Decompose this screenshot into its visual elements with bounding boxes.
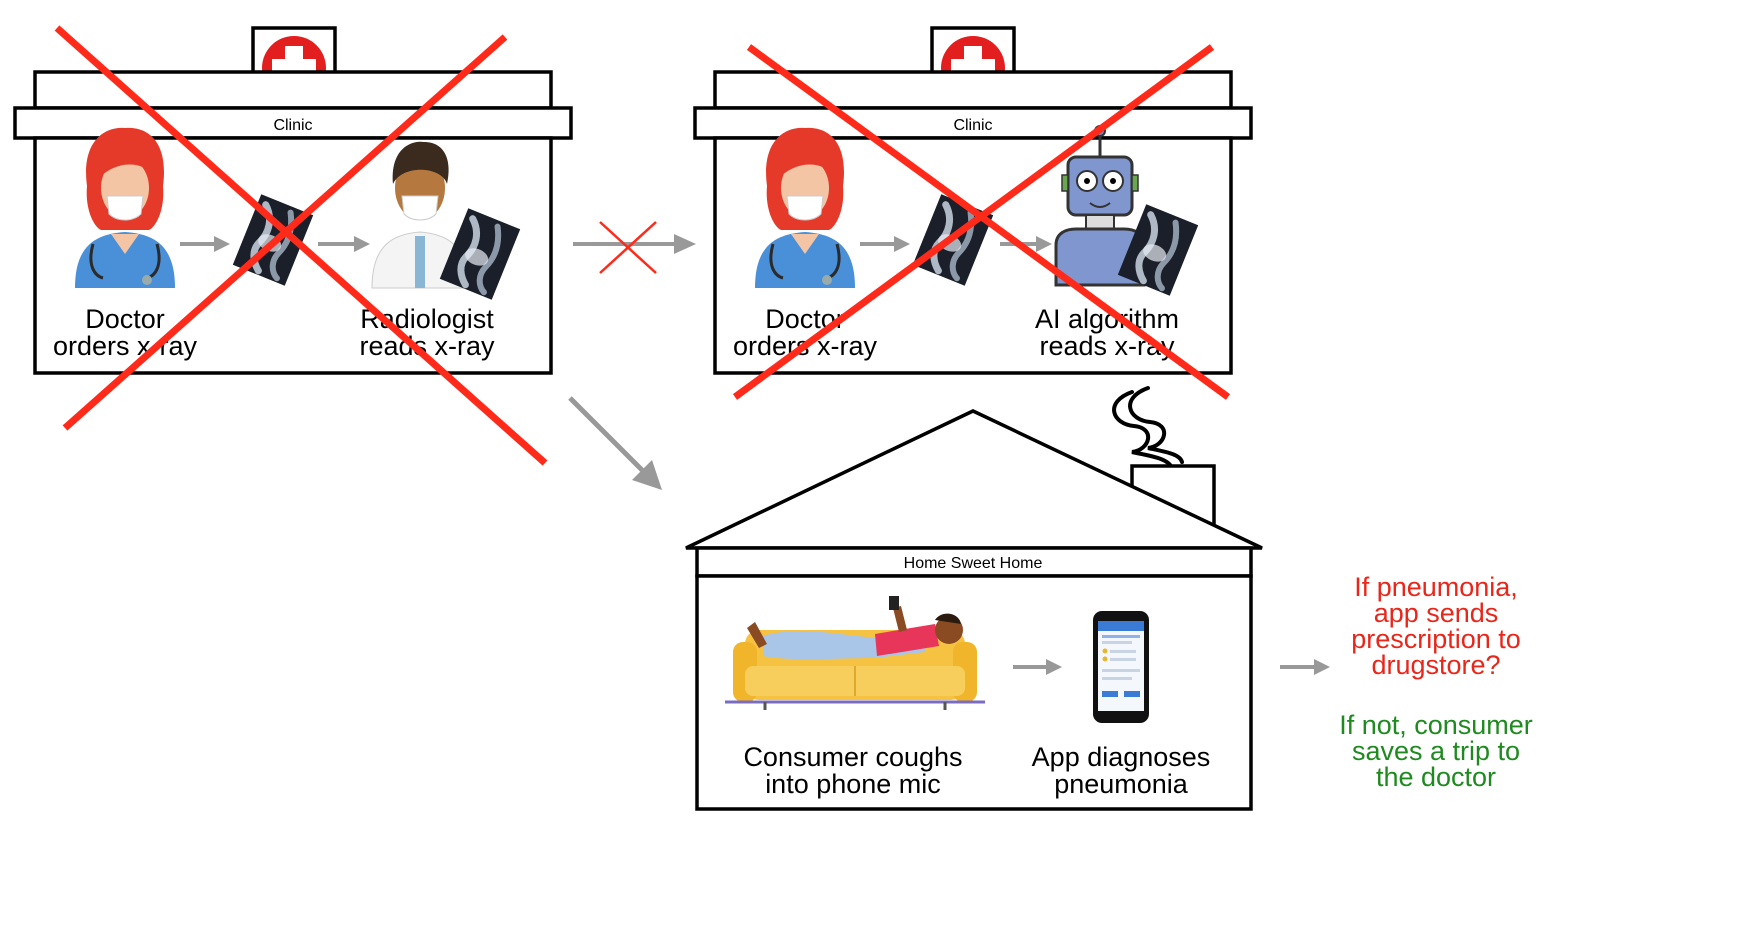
home: Home Sweet Home Consumer coughs into pho… (685, 386, 1263, 811)
outcome-positive-line: app sends (1374, 598, 1499, 628)
home-step1-line2: into phone mic (765, 769, 941, 799)
outcome-negative-line: If not, consumer (1339, 710, 1533, 740)
clinic-left-sign: Clinic (273, 117, 312, 134)
outcome-negative-line: the doctor (1376, 762, 1496, 792)
arrow-home-to-outcome (1280, 659, 1330, 675)
outcome-positive-line: If pneumonia, (1354, 572, 1518, 602)
cross-out-mark (54, 25, 548, 466)
clinic-left: Clinic Doctor orders x-ray Radiologist r… (13, 25, 573, 466)
home-step1-line1: Consumer coughs (743, 742, 962, 772)
arrow-clinic-to-ai-crossed (573, 221, 696, 274)
clinic-right-sign: Clinic (953, 117, 992, 134)
phone-icon (1093, 611, 1149, 723)
arrow-clinic-to-home (568, 396, 662, 490)
arrow-doctor-to-xray (180, 236, 230, 252)
home-sign: Home Sweet Home (904, 555, 1043, 572)
clinic-right: Clinic Doctor orders x-ray AI algorithm … (693, 26, 1253, 400)
arrow-couch-to-phone (1013, 659, 1062, 675)
doctor-icon (753, 126, 857, 290)
clinic-left-step1-line2: orders x-ray (53, 331, 198, 361)
home-step2-line2: pneumonia (1054, 769, 1189, 799)
arrow-doctor-to-xray (860, 236, 910, 252)
doctor-icon (73, 126, 177, 290)
outcome-negative-line: saves a trip to (1352, 736, 1520, 766)
home-sign-bar (695, 546, 1253, 578)
cross-out-mark (732, 44, 1231, 400)
clinic-left-step1-line1: Doctor (85, 304, 165, 334)
chimney-smoke-icon (1112, 386, 1184, 470)
home-step2-line1: App diagnoses (1032, 742, 1211, 772)
arrow-xray-to-radiologist (318, 236, 370, 252)
outcome-positive-line: prescription to (1351, 624, 1521, 654)
outcome-positive: If pneumonia, app sends prescription to … (1351, 572, 1521, 680)
outcome-negative: If not, consumer saves a trip to the doc… (1339, 710, 1533, 792)
outcome-positive-line: drugstore? (1371, 650, 1500, 680)
